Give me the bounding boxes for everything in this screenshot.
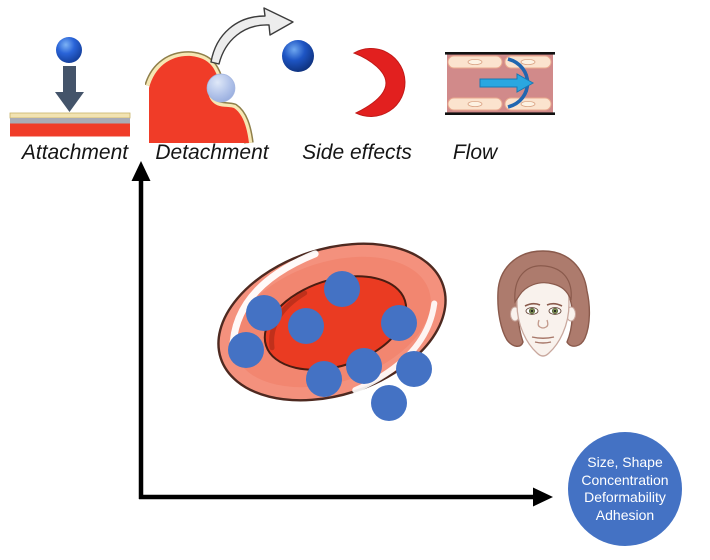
nanoparticle	[246, 295, 282, 331]
released-nanoparticle-sphere-icon	[282, 40, 314, 72]
left-eyebrow	[524, 302, 541, 307]
mouth	[531, 336, 555, 344]
factors-line: Deformability	[584, 489, 666, 505]
y-axis-arrowhead-icon	[131, 161, 151, 181]
curved-arrow-icon	[210, 7, 294, 65]
vessel-wall-top	[445, 52, 555, 55]
cell-body	[149, 55, 249, 143]
patient-face-illustration	[497, 250, 591, 357]
red-blood-cell	[217, 242, 447, 402]
red-crescent-icon	[352, 48, 406, 117]
nanoparticle	[396, 351, 432, 387]
flow-arrow-icon	[479, 73, 535, 93]
hair-fringe	[514, 265, 572, 304]
nanoparticle	[306, 361, 342, 397]
red-blood-cell-illustration	[217, 242, 447, 421]
surface-layer-red	[10, 123, 130, 137]
nanoparticle	[381, 305, 417, 341]
target-surface	[9, 112, 131, 137]
nanoparticle	[371, 385, 407, 421]
arrow-down-icon	[55, 66, 84, 112]
x-axis-arrowhead-icon	[533, 487, 553, 507]
eyes	[525, 307, 562, 315]
detachment-illustration	[145, 7, 314, 144]
legend-label-detachment: Detachment	[155, 141, 269, 164]
nose	[537, 319, 549, 329]
nanoparticle	[346, 348, 382, 384]
nanoparticles-on-cell	[228, 271, 432, 421]
legend-label-flow: Flow	[452, 141, 498, 164]
flow-illustration	[445, 52, 555, 115]
attachment-illustration	[9, 37, 131, 137]
docked-nanoparticle-sphere-icon	[206, 73, 236, 103]
nanoparticle-sphere-icon	[56, 37, 82, 63]
nanoparticle	[228, 332, 264, 368]
legend-label-attachment: Attachment	[21, 141, 129, 164]
endothelial-cells	[447, 55, 552, 111]
nanoparticle	[324, 271, 360, 307]
right-eyebrow	[546, 302, 563, 307]
vessel-wall-bottom	[445, 112, 555, 115]
factors-bubble: Size, Shape Concentration Deformability …	[568, 432, 682, 546]
factors-line: Adhesion	[595, 506, 655, 523]
side-effects-illustration	[352, 48, 406, 117]
factors-line: Concentration	[581, 471, 669, 488]
surface-layer-gray	[10, 118, 130, 124]
rbc-highlight-top	[229, 250, 319, 354]
nanoparticle	[288, 308, 324, 344]
legend-label-side-effects: Side effects	[302, 141, 412, 164]
factors-line: Size, Shape	[587, 454, 663, 470]
